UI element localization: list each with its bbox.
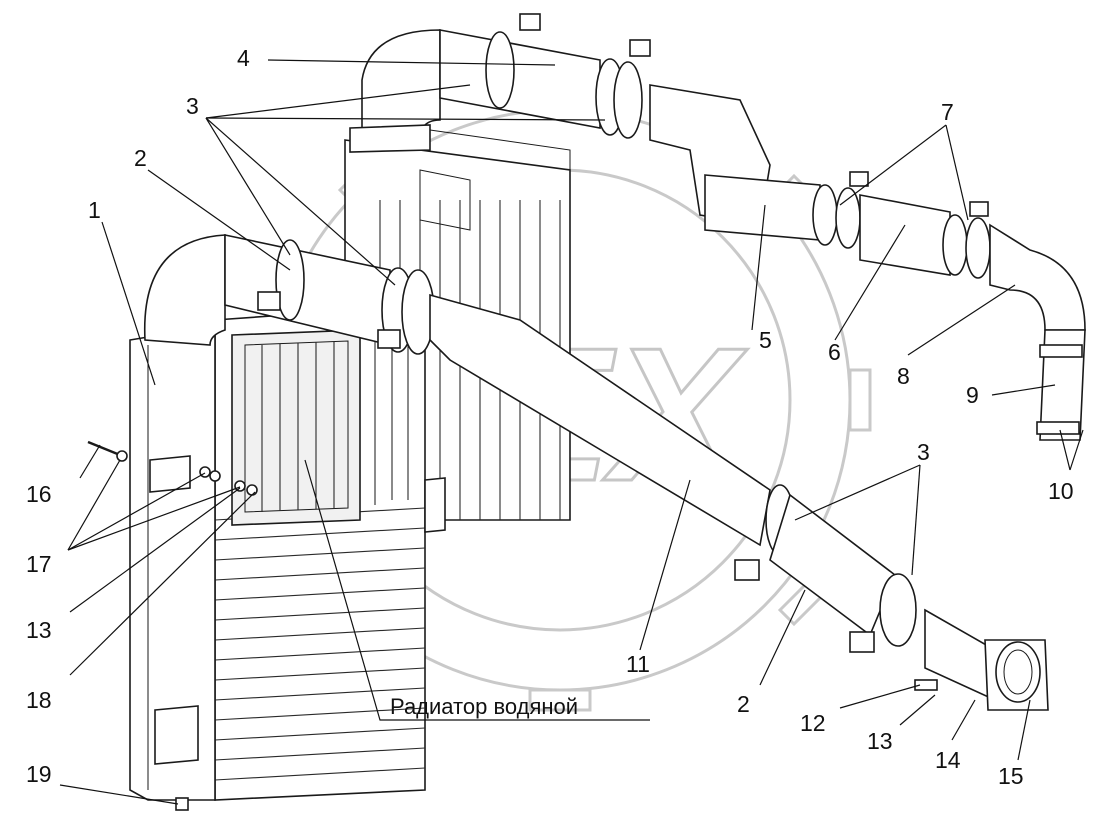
callout-15: 15 [998, 763, 1024, 789]
callout-7: 7 [941, 99, 954, 125]
callout-3-upper: 3 [186, 93, 199, 119]
callout-18: 18 [26, 687, 52, 713]
upper-piping [349, 13, 1086, 441]
callout-8: 8 [897, 363, 910, 389]
callout-1: 1 [88, 197, 101, 223]
callout-2-lower: 2 [737, 691, 750, 717]
callout-labels: 1 2 3 4 5 6 7 8 9 10 11 3 2 12 13 14 15 … [26, 45, 1074, 789]
callout-14: 14 [935, 747, 961, 773]
callout-9: 9 [966, 382, 979, 408]
callout-2-upper: 2 [134, 145, 147, 171]
callout-16: 16 [26, 481, 52, 507]
callout-5: 5 [759, 327, 772, 353]
callout-11: 11 [626, 651, 650, 677]
callout-13-left: 13 [26, 617, 52, 643]
callout-13-right: 13 [867, 728, 893, 754]
radiator-caption: Радиатор водяной [390, 694, 578, 719]
leader-lines [59, 59, 1084, 805]
callout-12: 12 [800, 710, 826, 736]
callout-10: 10 [1048, 478, 1074, 504]
water-radiator-fins [261, 330, 409, 512]
callout-3-lower: 3 [917, 439, 930, 465]
callout-6: 6 [828, 339, 841, 365]
lower-piping [143, 234, 1049, 711]
callout-4: 4 [237, 45, 250, 71]
callout-17: 17 [26, 551, 52, 577]
callout-19: 19 [26, 761, 52, 787]
